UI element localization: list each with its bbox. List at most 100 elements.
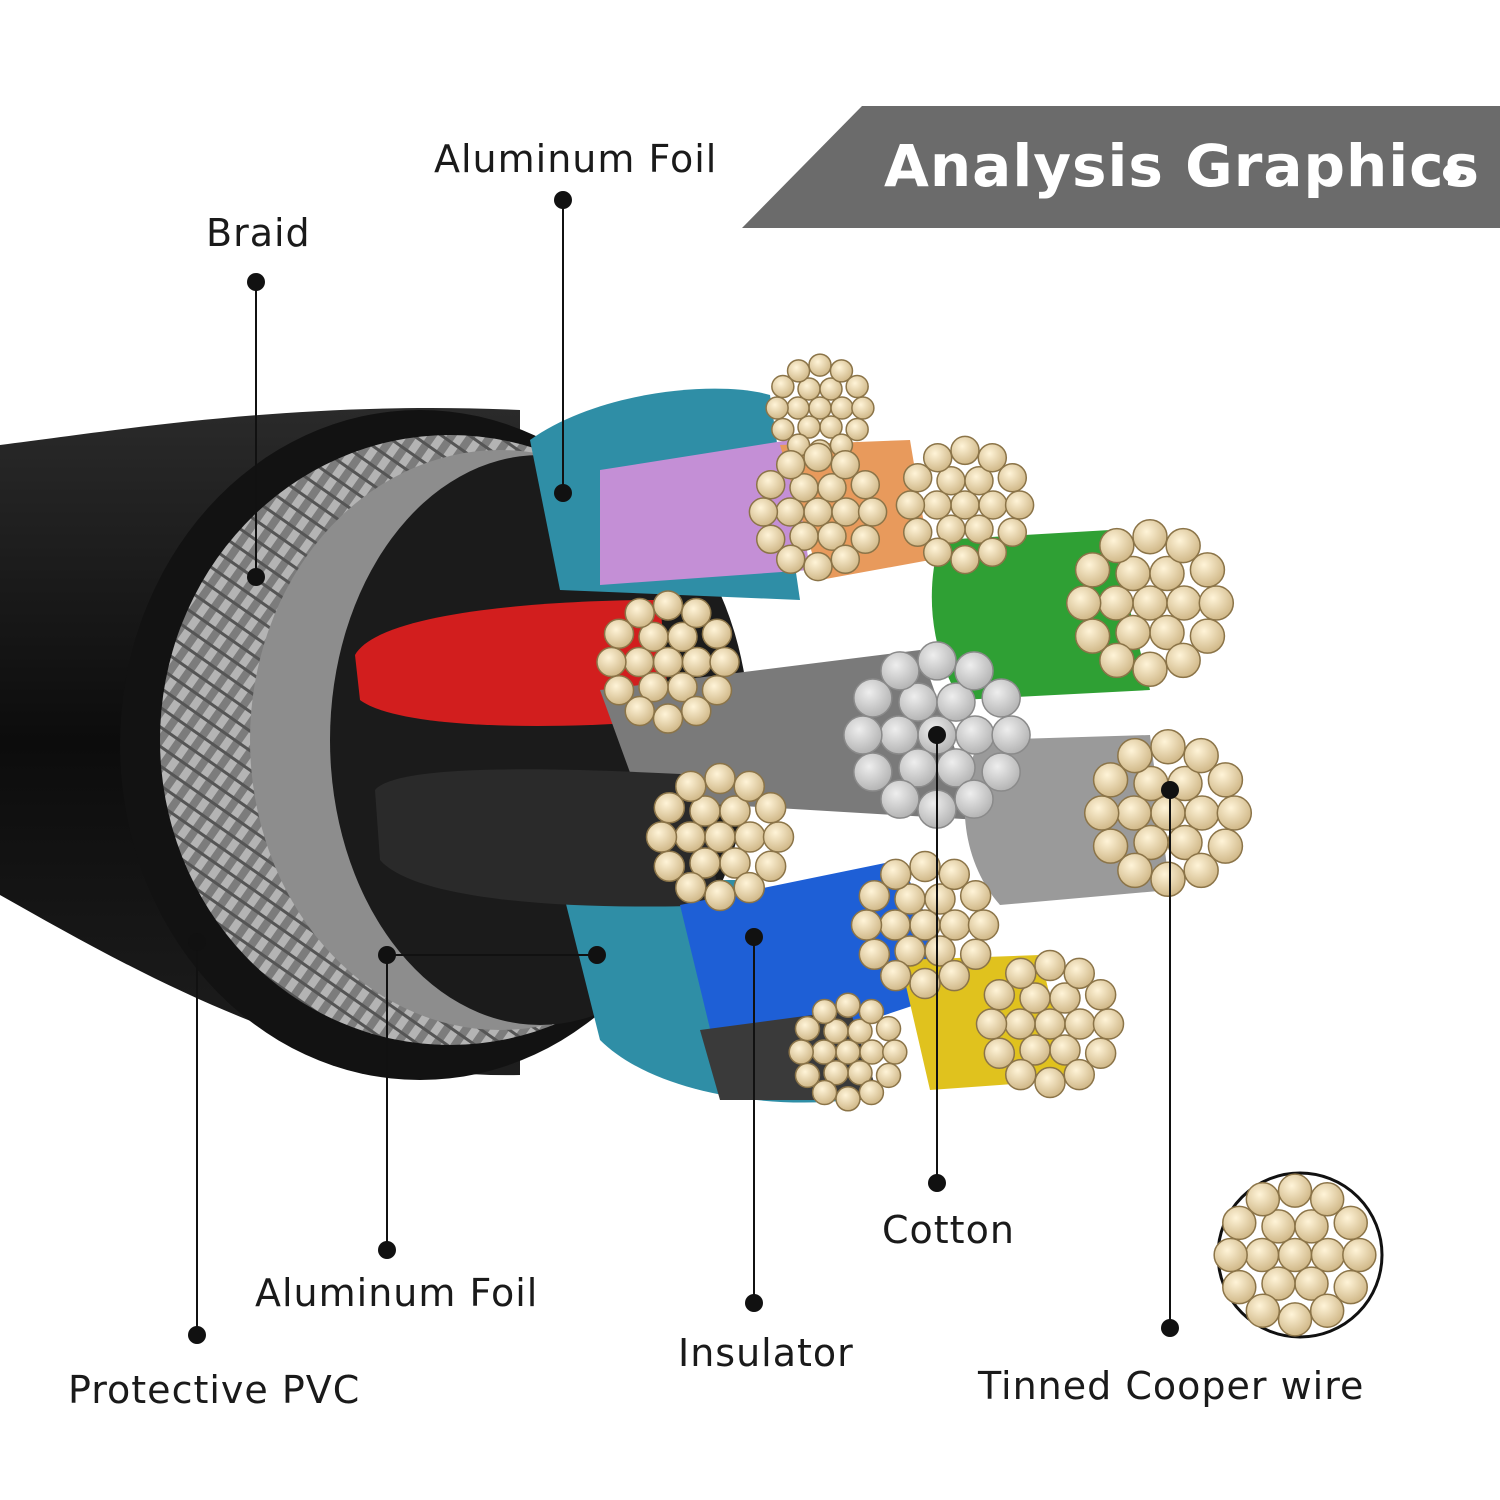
strand [653, 792, 686, 824]
strand-bundle [765, 353, 875, 463]
strand [1183, 737, 1219, 774]
strand [853, 752, 893, 792]
strand [909, 967, 941, 1000]
strand [794, 1062, 821, 1089]
strand [1294, 1209, 1329, 1244]
strand [859, 1039, 885, 1065]
strand [1132, 651, 1168, 688]
strand [811, 998, 838, 1025]
label-braid: Braid [206, 211, 311, 255]
label-protective-pvc: Protective PVC [68, 1368, 361, 1412]
strand [922, 490, 952, 520]
strand [922, 537, 953, 568]
copper-strand-bundles [596, 353, 1253, 1112]
strand [1099, 642, 1135, 679]
strand [875, 1062, 902, 1089]
strand [794, 1015, 821, 1042]
strand [823, 1060, 849, 1086]
strand [922, 442, 953, 473]
strand [991, 715, 1031, 755]
strand [596, 646, 627, 678]
label-aluminum-foil-top: Aluminum Foil [434, 137, 718, 181]
label-cotton: Cotton [882, 1208, 1015, 1252]
strand [1150, 728, 1186, 765]
strand [882, 1039, 908, 1065]
strand [1099, 527, 1135, 564]
strand [997, 462, 1028, 493]
strand [975, 1008, 1008, 1040]
strand [1213, 1237, 1248, 1273]
strand [788, 1039, 814, 1065]
strand [835, 1086, 861, 1112]
strand [704, 762, 736, 795]
strand [1207, 762, 1244, 798]
strand-bundle [895, 435, 1035, 575]
strand [850, 524, 881, 555]
strand [1333, 1205, 1368, 1241]
strand [875, 1015, 902, 1042]
strand [857, 497, 888, 527]
strand [719, 795, 751, 827]
strand [1117, 737, 1153, 774]
strand [733, 871, 765, 904]
strand [775, 497, 805, 527]
strand [895, 490, 926, 520]
strand [645, 821, 678, 853]
strand [638, 671, 669, 703]
strand-bundle [1065, 518, 1235, 688]
banner-title: Analysis Graphics [884, 132, 1481, 200]
strand [709, 646, 740, 678]
strand [880, 959, 912, 992]
strand [879, 909, 911, 941]
strand [1198, 585, 1235, 621]
strand [623, 646, 655, 678]
strand [831, 497, 861, 527]
strand-bundle [788, 992, 908, 1112]
strand [681, 646, 713, 678]
strand [1261, 1266, 1296, 1301]
strand [1309, 1182, 1345, 1217]
strand [1074, 552, 1111, 588]
strand [850, 909, 883, 941]
strand [880, 779, 920, 819]
strand [1117, 852, 1153, 889]
strand [835, 1039, 861, 1065]
strand [938, 858, 970, 891]
strand [1183, 852, 1219, 889]
strand [674, 821, 706, 853]
strand [819, 377, 843, 401]
strand [667, 621, 698, 653]
strand [977, 537, 1008, 568]
strand [959, 880, 992, 912]
strand [829, 359, 854, 383]
strand [652, 703, 684, 734]
strand [765, 396, 789, 420]
strand [652, 646, 684, 678]
strand [830, 396, 854, 420]
strand [1189, 552, 1226, 588]
strand [1216, 795, 1253, 831]
strand [675, 871, 707, 904]
strand [803, 551, 833, 582]
strand [789, 521, 819, 551]
strand [1034, 1008, 1066, 1040]
strand [811, 1039, 837, 1065]
strand [1084, 979, 1117, 1011]
strand [771, 417, 795, 442]
strand [955, 715, 995, 755]
strand [808, 353, 832, 377]
strand [830, 544, 861, 575]
leader-lines [196, 200, 1171, 1335]
strand [701, 618, 733, 649]
strand [1065, 585, 1102, 621]
strand [755, 469, 786, 500]
strand [845, 417, 869, 442]
strand [954, 779, 994, 819]
strand [880, 858, 912, 891]
strand [845, 374, 869, 399]
strand [902, 517, 933, 548]
strand [1034, 1066, 1066, 1099]
strand [675, 770, 707, 803]
strand [1149, 555, 1185, 592]
strand [1189, 618, 1226, 654]
